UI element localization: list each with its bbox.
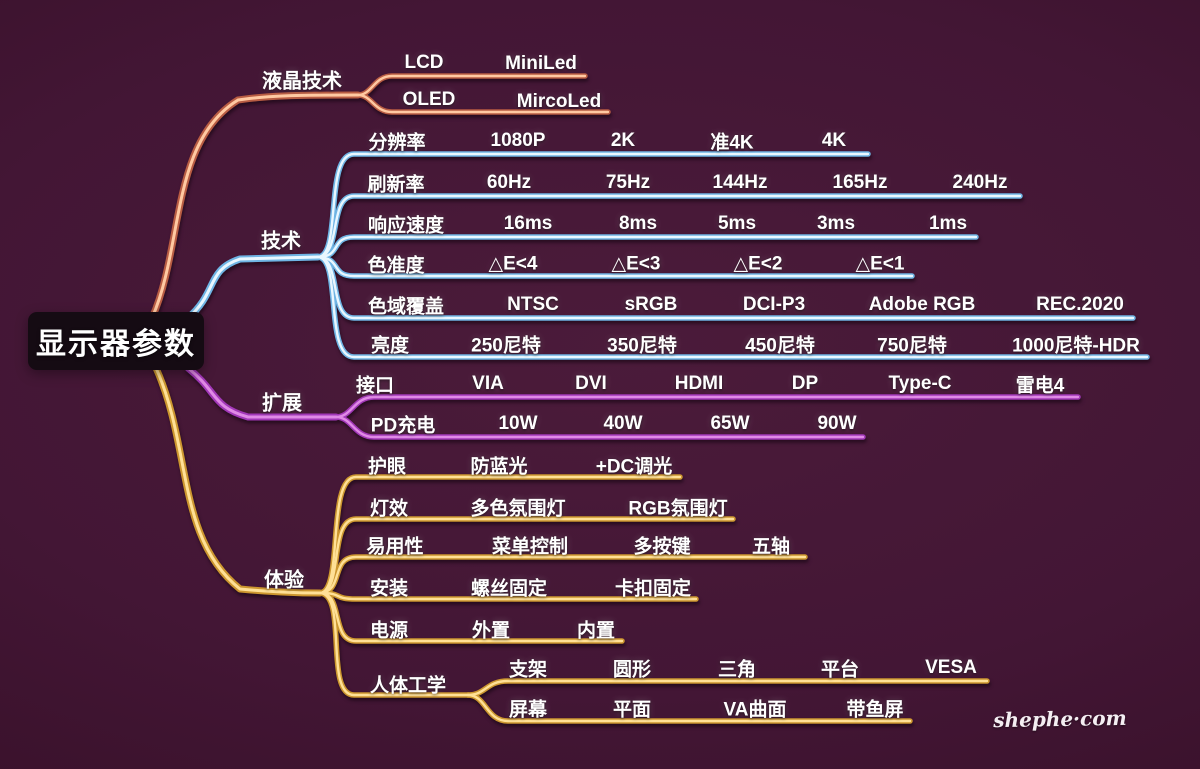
root-node: 显示器参数 (28, 312, 204, 370)
topic-item: △E<2 (733, 253, 783, 275)
topic-item: RGB氛围灯 (628, 498, 728, 520)
branch-label-tech: 技术 (261, 230, 301, 253)
row-label-resolution: 分辨率 (368, 132, 426, 154)
row-label-installation: 安装 (369, 578, 409, 600)
row-label-lcd: LCD (404, 52, 444, 73)
topic-item: 准4K (710, 132, 754, 154)
row-label-eye-care: 护眼 (367, 456, 407, 478)
row-label-color-accuracy: 色准度 (367, 255, 425, 277)
topic-item: 雷电4 (1015, 375, 1065, 397)
row-label-stand: 支架 (508, 659, 548, 681)
topic-item: 1080P (490, 130, 546, 151)
topic-item: △E<4 (488, 253, 538, 275)
branch-label-expansion: 扩展 (262, 392, 302, 415)
row-label-pd-charging: PD充电 (370, 415, 436, 437)
topic-item: 1ms (928, 213, 968, 234)
topic-item: VIA (472, 373, 504, 394)
row-label-interface: 接口 (355, 375, 395, 397)
watermark: shephe·com (993, 705, 1127, 733)
topic-item: DCI-P3 (742, 294, 806, 315)
topic-item: 40W (603, 413, 643, 434)
topic-item: 带鱼屏 (846, 699, 904, 721)
topic-item: HDMI (674, 373, 724, 394)
topic-item: 75Hz (605, 172, 651, 193)
topic-item: 螺丝固定 (470, 578, 548, 600)
topic-item: 60Hz (486, 172, 532, 193)
row-label-response-time: 响应速度 (367, 215, 445, 237)
row-label-screen: 屏幕 (508, 699, 548, 721)
topic-item: 圆形 (612, 659, 652, 681)
topic-item: 750尼特 (877, 335, 947, 357)
topic-item: sRGB (624, 294, 678, 315)
topic-item: MiniLed (505, 53, 577, 74)
topic-item: NTSC (507, 294, 559, 315)
topic-item: 多色氛围灯 (470, 498, 566, 520)
row-label-usability: 易用性 (366, 536, 424, 558)
topic-item: 450尼特 (745, 335, 815, 357)
topic-item: 65W (710, 413, 750, 434)
topic-item: 2K (610, 130, 636, 151)
topic-item: 防蓝光 (470, 456, 528, 478)
topic-item: 165Hz (832, 172, 888, 193)
topic-item: Type-C (888, 373, 952, 394)
row-label-brightness: 亮度 (370, 335, 410, 357)
topic-item: 多按键 (633, 536, 691, 558)
topic-item: VESA (925, 657, 977, 678)
topic-item: 350尼特 (607, 335, 677, 357)
row-label-color-gamut: 色域覆盖 (367, 296, 445, 318)
topic-item: DP (791, 373, 819, 394)
topic-item: 16ms (503, 213, 553, 234)
experience-branch-lines (156, 368, 987, 721)
topic-item: 240Hz (952, 172, 1008, 193)
topic-item: 平台 (820, 659, 860, 681)
topic-item: 4K (821, 130, 847, 151)
topic-item: +DC调光 (595, 456, 673, 478)
row-label-ergonomics: 人体工学 (369, 675, 447, 697)
row-label-light-effect: 灯效 (369, 498, 409, 520)
topic-item: △E<3 (611, 253, 661, 275)
topic-item: 5ms (717, 213, 757, 234)
topic-item: 3ms (816, 213, 856, 234)
row-label-refresh-rate: 刷新率 (367, 174, 425, 196)
topic-item: 250尼特 (471, 335, 541, 357)
topic-item: 三角 (717, 659, 757, 681)
topic-item: 外置 (471, 620, 511, 642)
topic-item: 1000尼特-HDR (1012, 335, 1140, 357)
topic-item: 144Hz (712, 172, 768, 193)
topic-item: DVI (575, 373, 607, 394)
topic-item: 卡扣固定 (614, 578, 692, 600)
topic-item: MircoLed (516, 91, 602, 112)
topic-item: REC.2020 (1036, 294, 1124, 315)
topic-item: Adobe RGB (868, 294, 976, 315)
topic-item: △E<1 (855, 253, 905, 275)
topic-item: VA曲面 (723, 699, 787, 721)
topic-item: 10W (498, 413, 538, 434)
topic-item: 90W (817, 413, 857, 434)
topic-item: 平面 (612, 699, 652, 721)
topic-item: 五轴 (751, 536, 791, 558)
row-label-oled: OLED (402, 89, 456, 110)
branch-label-lcd-tech: 液晶技术 (262, 70, 342, 93)
topic-item: 内置 (576, 620, 616, 642)
row-label-power: 电源 (369, 620, 409, 642)
topic-item: 菜单控制 (491, 536, 569, 558)
topic-item: 8ms (618, 213, 658, 234)
branch-label-experience: 体验 (264, 569, 304, 592)
